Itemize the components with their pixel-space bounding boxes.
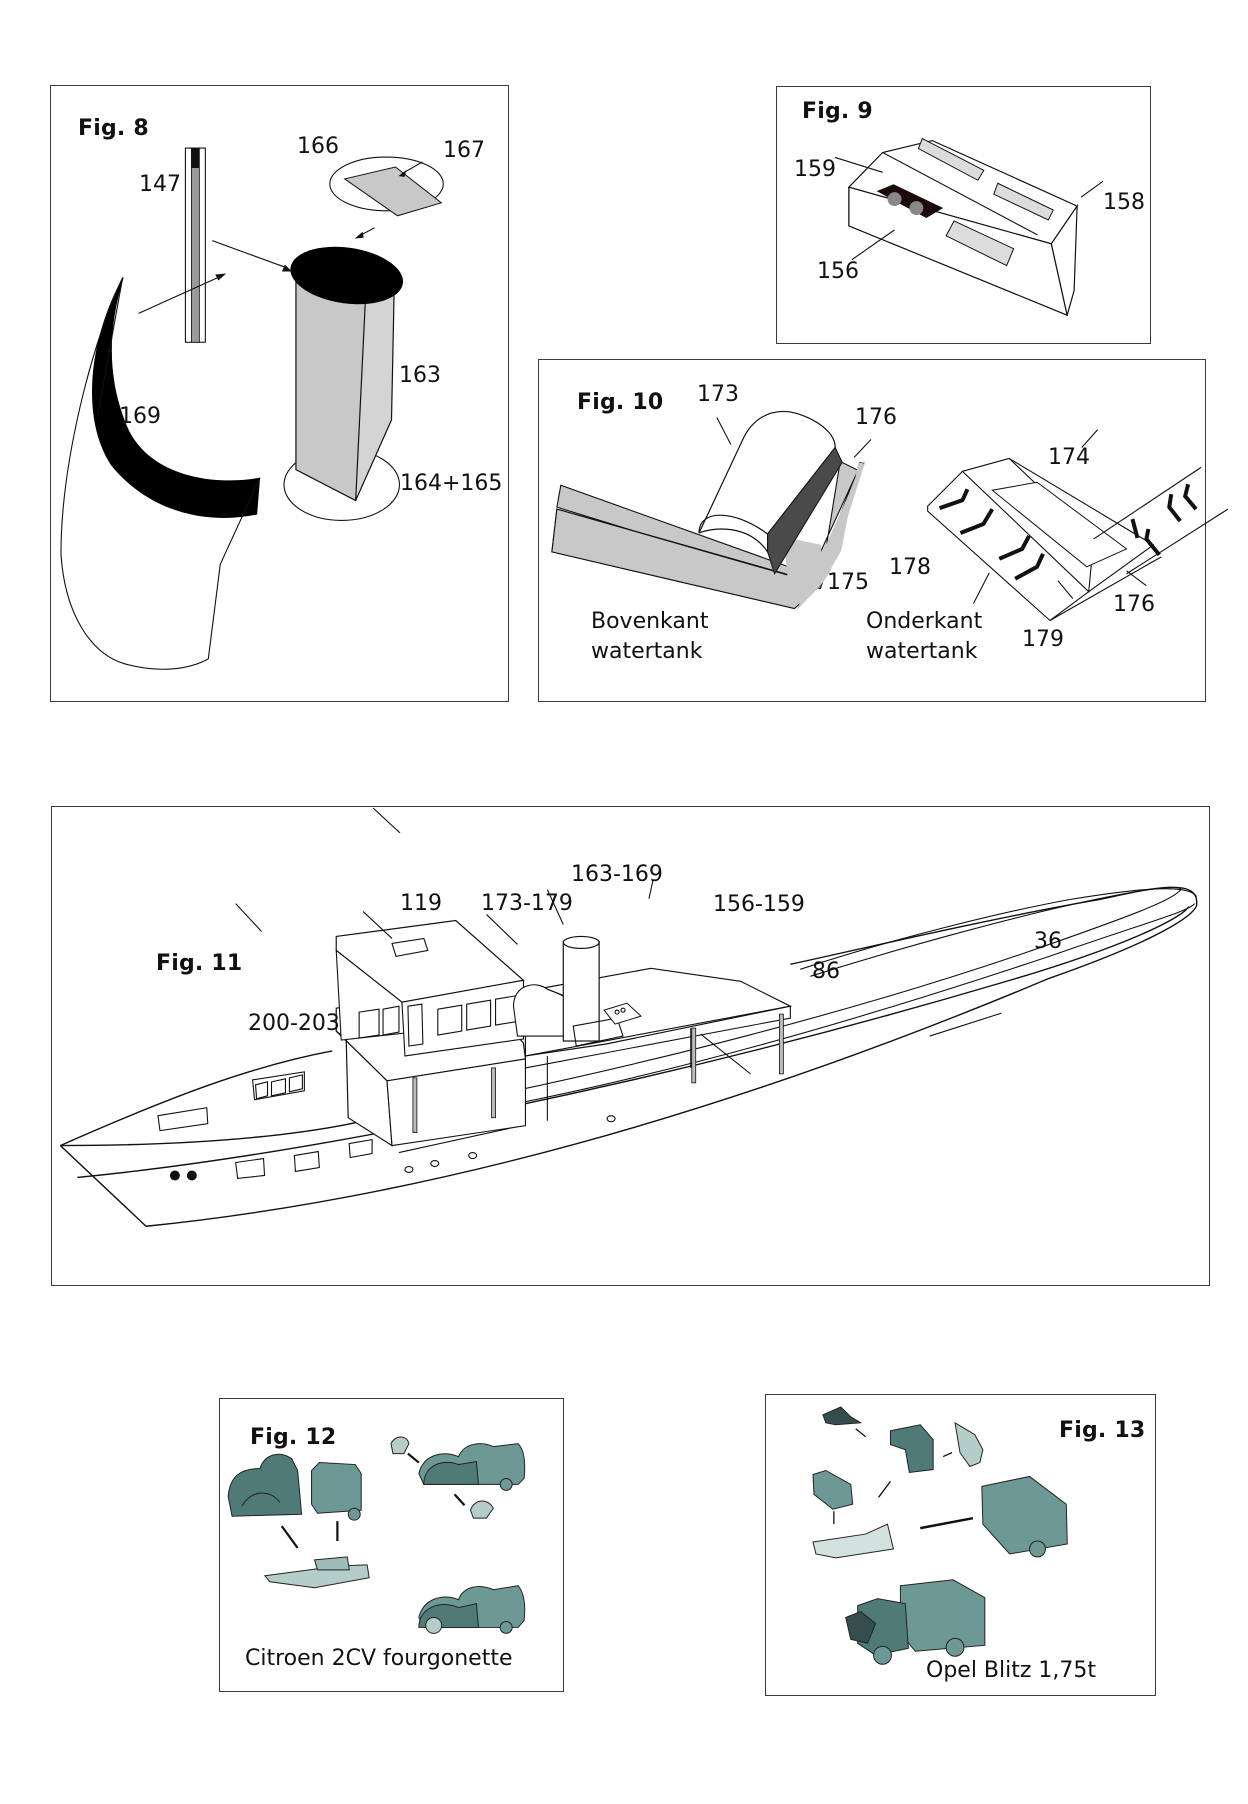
foredeck-hatches [157, 1071, 305, 1132]
label-119: 119 [400, 891, 442, 916]
fig13-panel: Fig. 13 Opel Blitz 1,75t [765, 1394, 1156, 1696]
label-36: 36 [1034, 929, 1062, 954]
label-200-203: 200-203 [248, 1011, 340, 1036]
arrows [280, 1452, 466, 1549]
ship-hull [59, 886, 1198, 1227]
fig11-ship-drawing [59, 807, 1198, 1227]
caption-opel: Opel Blitz 1,75t [926, 1658, 1097, 1683]
label-176-top: 176 [855, 405, 897, 430]
label-147: 147 [139, 172, 181, 197]
label-86: 86 [812, 959, 840, 984]
fig10-title: Fig. 10 [577, 390, 664, 415]
fig11-panel: Fig. 11 119 173-179 163-169 156-159 86 3… [51, 806, 1210, 1286]
fig9-panel: Fig. 9 159 158 156 [776, 86, 1151, 344]
label-174: 174 [1048, 445, 1090, 470]
2cv-chassis [263, 1556, 370, 1589]
2cv-assembly-step [390, 1436, 526, 1519]
part-147-strip [184, 147, 206, 343]
label-163-169: 163-169 [571, 862, 663, 887]
fig8-drawing [60, 147, 444, 670]
fig12-panel: Fig. 12 Citroen 2CV fourgonette [219, 1398, 564, 1692]
caption-bovenkant: Bovenkant watertank [591, 607, 708, 667]
label-175: 175 [827, 570, 869, 595]
part-163-funnel [212, 240, 404, 521]
caption-onderkant-line2: watertank [866, 639, 978, 664]
fig8-panel: Fig. 8 147 166 167 163 169 164+165 [50, 85, 509, 702]
fig9-title: Fig. 9 [802, 99, 873, 124]
fig12-title: Fig. 12 [250, 1425, 337, 1450]
skylight-on-ship [603, 1002, 642, 1025]
label-156: 156 [817, 259, 859, 284]
label-179: 179 [1022, 627, 1064, 652]
caption-onderkant: Onderkant watertank [866, 607, 982, 667]
2cv-rear-box [311, 1462, 362, 1521]
label-169: 169 [119, 404, 161, 429]
label-173: 173 [697, 382, 739, 407]
caption-bovenkant-line2: watertank [591, 639, 703, 664]
label-158: 158 [1103, 190, 1145, 215]
label-167: 167 [443, 138, 485, 163]
label-173-179: 173-179 [481, 891, 573, 916]
funnel-on-ship [562, 935, 624, 1047]
fig13-drawing [812, 1406, 1068, 1665]
label-176-bottom: 176 [1113, 592, 1155, 617]
part-156-158-box [834, 137, 1104, 317]
label-156-159: 156-159 [713, 892, 805, 917]
label-166: 166 [297, 134, 339, 159]
opel-arrows [833, 1428, 974, 1530]
opel-parts [812, 1406, 1068, 1559]
fig9-drawing [834, 137, 1104, 317]
part-166-167-plate [329, 156, 444, 239]
watertank-top-assembly [551, 410, 872, 611]
caption-citroen: Citroen 2CV fourgonette [245, 1646, 513, 1671]
watertank-bottom-assembly [927, 429, 1229, 622]
part-169-band [60, 273, 261, 670]
caption-onderkant-line1: Onderkant [866, 609, 983, 634]
label-163: 163 [399, 363, 441, 388]
fig10-drawing [551, 410, 1229, 622]
label-178: 178 [889, 555, 931, 580]
fig10-panel: Fig. 10 173 176 175 174 178 176 179 Bove… [538, 359, 1229, 702]
fig12-drawing [227, 1436, 526, 1634]
fig13-title: Fig. 13 [1059, 1418, 1146, 1443]
opel-finished [845, 1579, 986, 1665]
label-159: 159 [794, 157, 836, 182]
superstructure-119 [335, 919, 527, 1147]
label-164-165: 164+165 [400, 471, 503, 496]
fig8-title: Fig. 8 [78, 116, 149, 141]
2cv-front-part [227, 1453, 303, 1517]
fig11-title: Fig. 11 [156, 951, 243, 976]
caption-bovenkant-line1: Bovenkant [591, 609, 709, 634]
leader-lines [235, 807, 654, 945]
2cv-finished [418, 1585, 526, 1634]
